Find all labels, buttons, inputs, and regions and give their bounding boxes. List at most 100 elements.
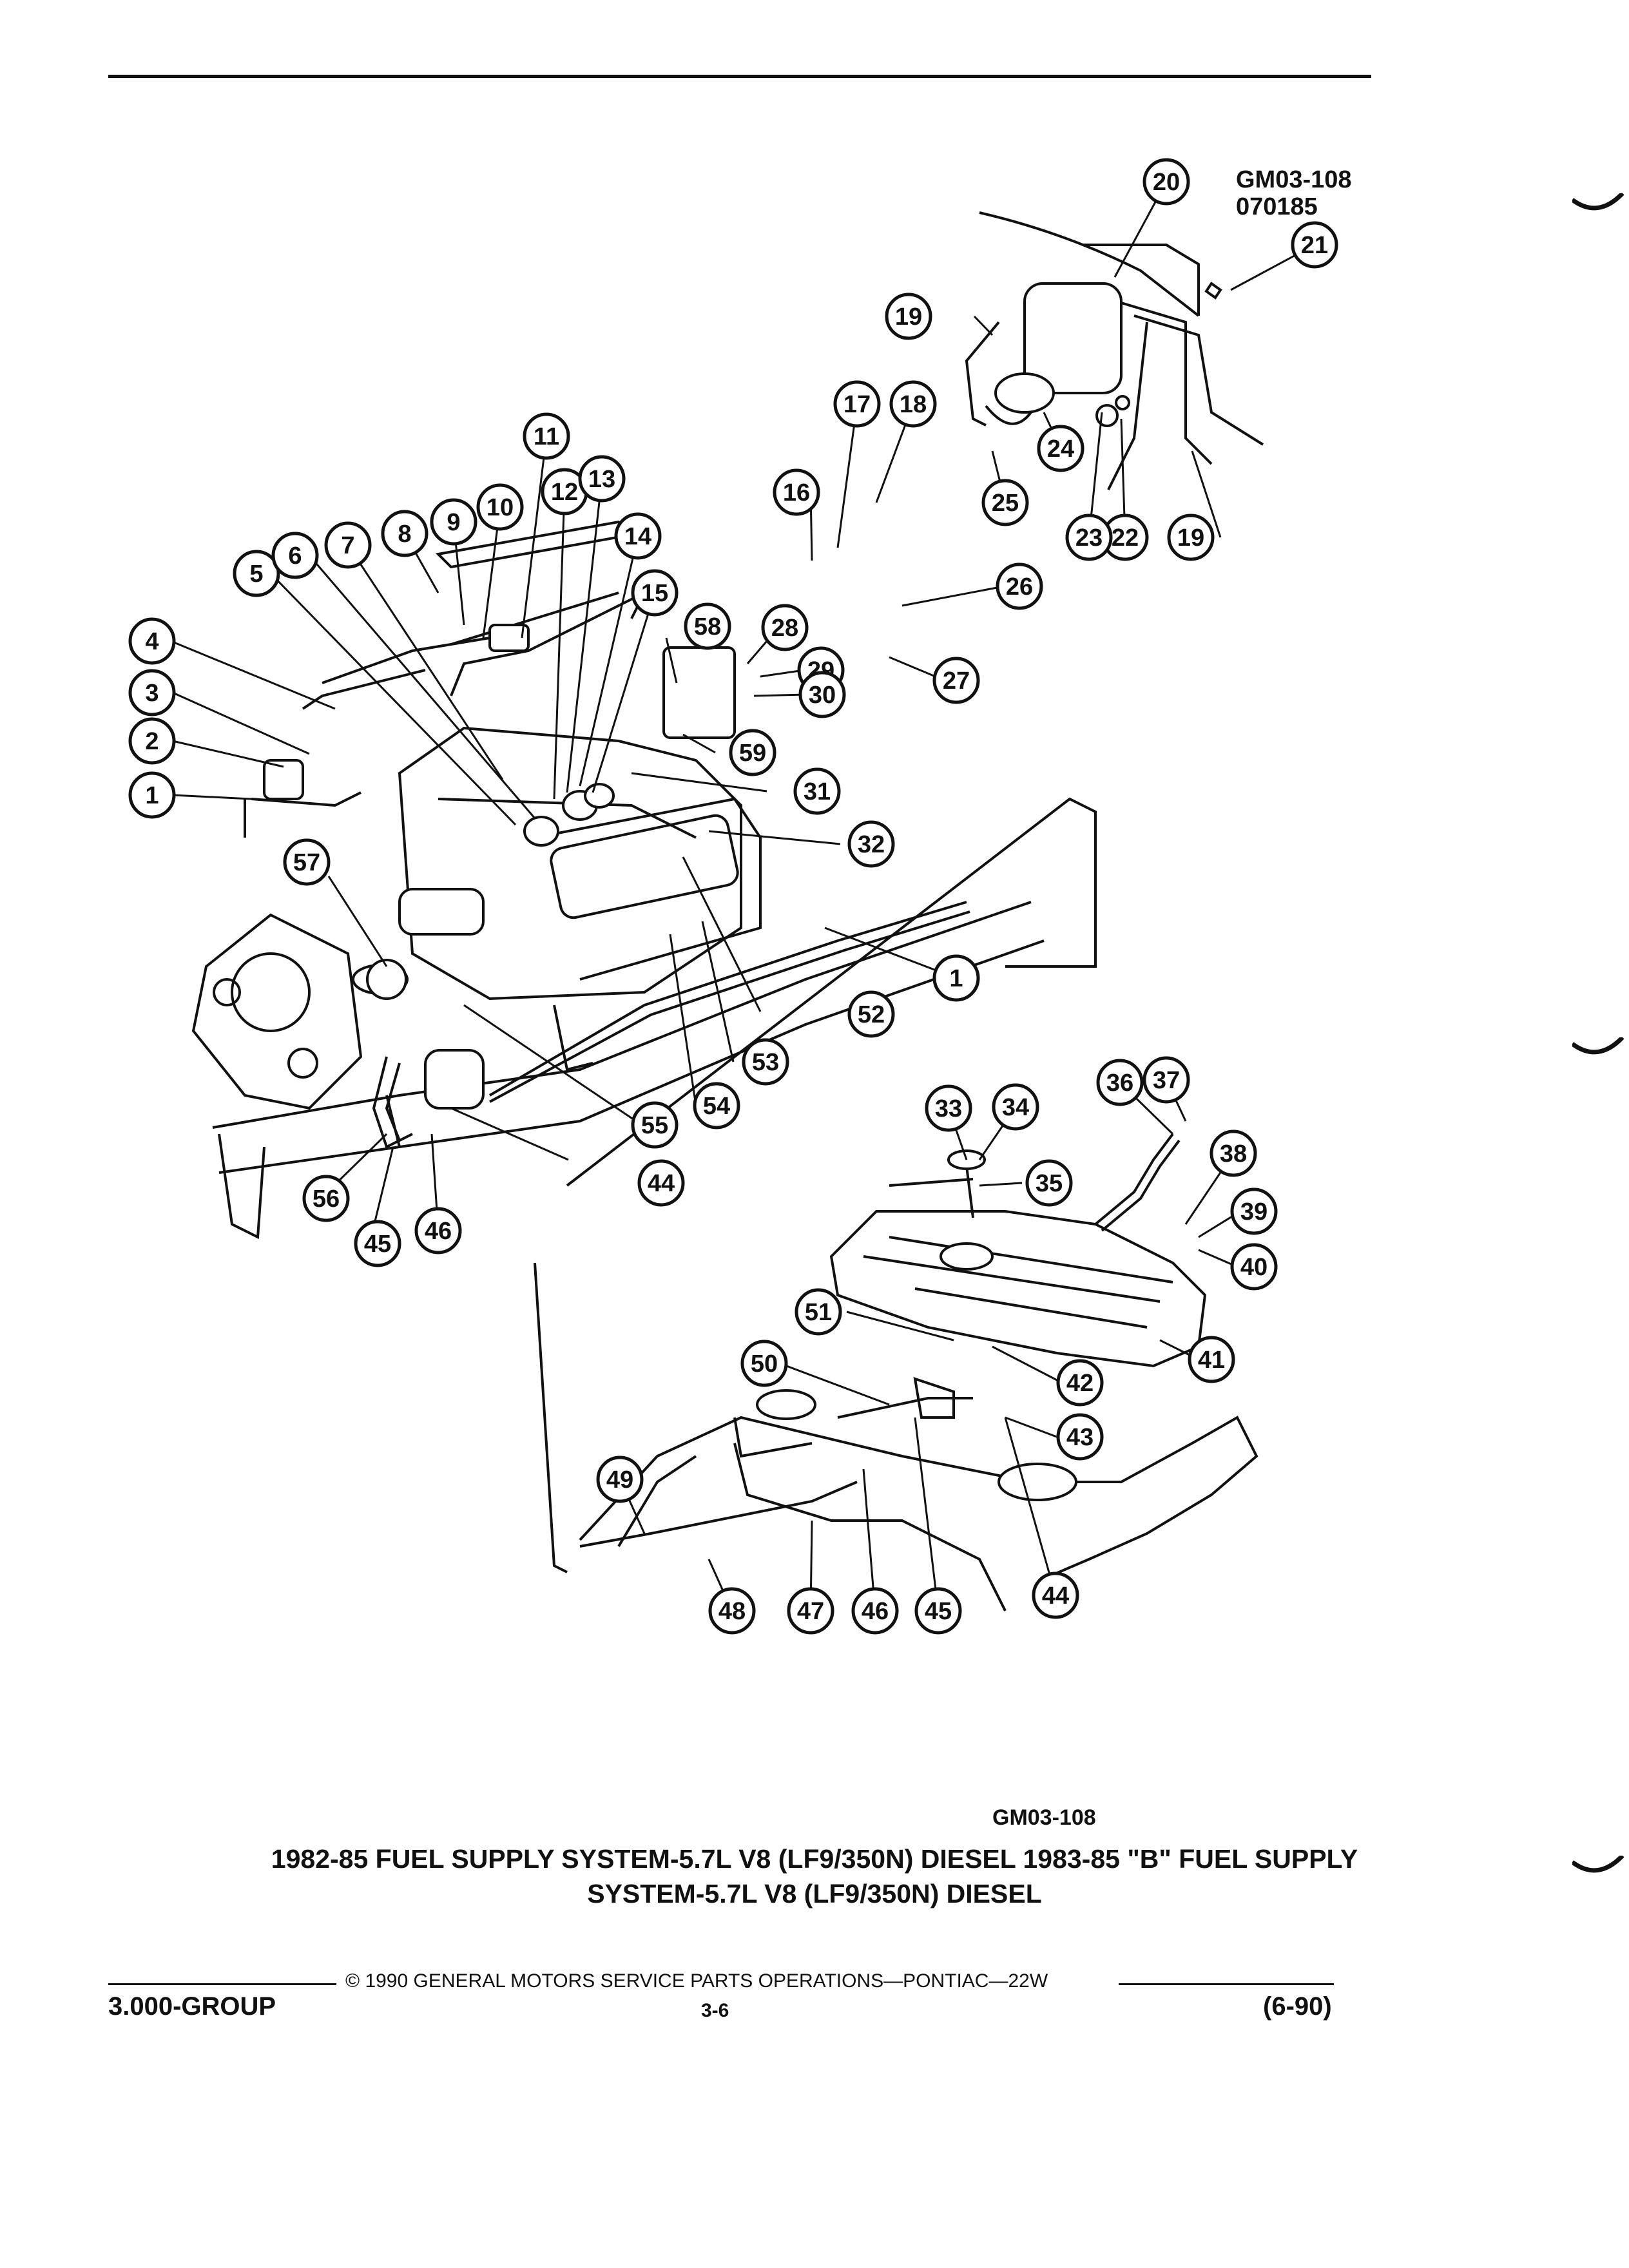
timing-cover [191, 888, 485, 1110]
callout-12: 12 [541, 468, 588, 515]
callout-circle [302, 1175, 350, 1222]
callout-circle [324, 521, 372, 569]
callout-43: 43 [1056, 1413, 1104, 1461]
footer-group: 3.000-GROUP [108, 1992, 276, 2021]
callout-3: 3 [128, 669, 176, 716]
callout-label: 19 [1177, 524, 1204, 552]
figure-code-caption: GM03-108 [992, 1805, 1096, 1830]
callout-label: 49 [606, 1466, 633, 1494]
callout-57: 57 [283, 838, 331, 886]
callout-2: 2 [128, 717, 176, 765]
callout-53: 53 [742, 1038, 789, 1086]
callout-label: 38 [1220, 1140, 1247, 1168]
callout-circle [795, 1288, 842, 1336]
callout-label: 1 [949, 965, 963, 992]
callout-59: 59 [729, 729, 776, 776]
callout-label: 33 [935, 1095, 962, 1122]
callout-circle [1056, 1359, 1104, 1407]
callout-circle [1025, 1159, 1073, 1207]
callout-37: 37 [1142, 1056, 1190, 1104]
callout-label: 54 [703, 1093, 730, 1120]
callout-44: 44 [637, 1159, 685, 1207]
callout-label: 7 [341, 532, 354, 559]
footer-page-number: 3-6 [701, 2000, 729, 2021]
callout-34: 34 [992, 1083, 1039, 1131]
callout-circle [773, 468, 820, 516]
callout-14: 14 [614, 512, 662, 560]
callout-35: 35 [1025, 1159, 1073, 1207]
callout-label: 9 [447, 509, 460, 536]
callout-33: 33 [925, 1084, 972, 1132]
callout-label: 15 [641, 580, 668, 607]
callout-circle [996, 562, 1043, 610]
callout-22: 22 [1101, 514, 1149, 561]
callout-label: 4 [145, 628, 159, 655]
callout-label: 16 [783, 479, 810, 506]
callout-13: 13 [578, 455, 626, 503]
callout-23: 23 [1065, 514, 1113, 561]
callout-49: 49 [596, 1456, 644, 1503]
callout-label: 46 [425, 1218, 452, 1245]
callout-label: 21 [1301, 232, 1328, 259]
callout-circle [1065, 514, 1113, 561]
callout-circle [932, 954, 980, 1002]
callout-label: 36 [1106, 1070, 1133, 1097]
callout-32: 32 [847, 820, 895, 868]
callout-21: 21 [1291, 221, 1338, 269]
callout-label: 6 [288, 543, 302, 570]
callout-circle [1230, 1187, 1278, 1235]
callout-20: 20 [1142, 158, 1190, 206]
callout-label: 30 [809, 682, 836, 709]
engine-block [244, 520, 762, 1001]
callout-17: 17 [833, 380, 881, 428]
callout-circle [1167, 514, 1215, 561]
callout-1: 1 [128, 771, 176, 819]
callout-circle [283, 838, 331, 886]
callout-label: 10 [487, 494, 514, 521]
callout-label: 48 [718, 1598, 746, 1625]
rear-frame [579, 1377, 1258, 1611]
callout-circle [1291, 221, 1338, 269]
callout-circle [631, 569, 679, 617]
fuel-filter [372, 1049, 485, 1149]
callout-16: 16 [773, 468, 820, 516]
callout-label: 17 [843, 391, 871, 418]
callout-label: 51 [805, 1299, 832, 1326]
footer-revision: (6-90) [1263, 1992, 1332, 2021]
caption-line-2: SYSTEM-5.7L V8 (LF9/350N) DIESEL [587, 1879, 1042, 1908]
callout-circle [430, 498, 477, 546]
callout-label: 26 [1006, 573, 1033, 601]
callout-circle [787, 1587, 834, 1635]
callout-label: 57 [293, 849, 320, 876]
callout-label: 12 [551, 479, 578, 506]
callout-circle [128, 617, 176, 665]
callout-10: 10 [476, 483, 524, 531]
callout-8: 8 [381, 510, 429, 557]
callout-56: 56 [302, 1175, 350, 1222]
callout-38: 38 [1210, 1129, 1257, 1177]
callout-label: 23 [1075, 524, 1103, 552]
margin-mark-2 [1572, 1037, 1624, 1055]
callout-19: 19 [885, 293, 932, 340]
figure-code-top: GM03-108 [1236, 166, 1352, 193]
callout-4: 4 [128, 617, 176, 665]
top-rule [108, 75, 1371, 78]
callout-circle [914, 1587, 962, 1635]
callout-label: 22 [1112, 524, 1139, 552]
callout-label: 25 [992, 490, 1019, 517]
callout-48: 48 [708, 1587, 756, 1635]
callout-circle [992, 1083, 1039, 1131]
callout-circle [729, 729, 776, 776]
callout-circle [1142, 1056, 1190, 1104]
callout-label: 53 [752, 1049, 779, 1076]
callout-circle [596, 1456, 644, 1503]
footer-copyright: © 1990 GENERAL MOTORS SERVICE PARTS OPER… [345, 1970, 1048, 1992]
callout-label: 14 [624, 523, 651, 550]
callout-circle [932, 657, 980, 704]
callout-label: 20 [1153, 169, 1180, 196]
callout-39: 39 [1230, 1187, 1278, 1235]
margin-mark-3 [1572, 1856, 1624, 1873]
callout-55: 55 [631, 1101, 679, 1149]
callout-circle [614, 512, 662, 560]
